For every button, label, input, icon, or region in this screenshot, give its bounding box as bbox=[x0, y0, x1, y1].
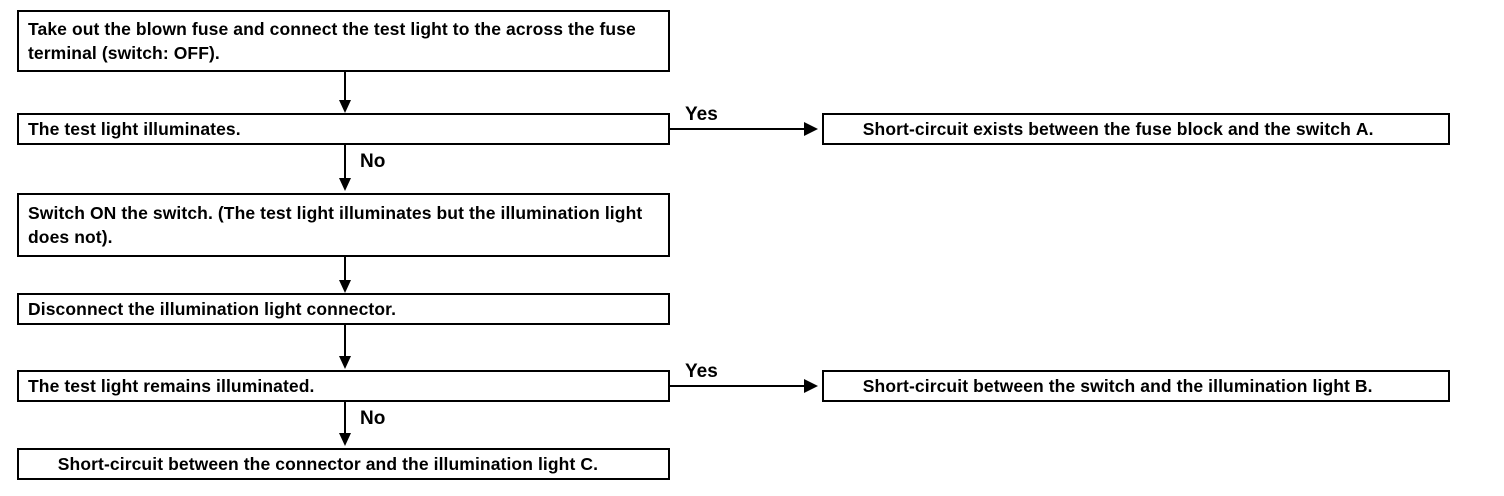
connector-arrow-yes-1 bbox=[804, 122, 818, 136]
connector-arrow-no-1 bbox=[339, 178, 351, 191]
edge-label-no-2: No bbox=[360, 408, 386, 429]
connector-line-3 bbox=[344, 325, 346, 357]
connector-arrow-1 bbox=[339, 100, 351, 113]
edge-label-yes-1: Yes bbox=[685, 104, 718, 125]
node-step-take-out-fuse: Take out the blown fuse and connect the … bbox=[17, 10, 670, 72]
node-step-switch-on: Switch ON the switch. (The test light il… bbox=[17, 193, 670, 257]
node-text-main: Short-circuit exists between the fuse bl… bbox=[862, 119, 1356, 139]
node-text: The test light illuminates. bbox=[28, 119, 241, 139]
connector-arrow-no-2 bbox=[339, 433, 351, 446]
connector-line-no-1 bbox=[344, 145, 346, 180]
node-check-test-light-remains: The test light remains illuminated. bbox=[17, 370, 670, 402]
connector-arrow-yes-2 bbox=[804, 379, 818, 393]
node-text: Short-circuit between the switch and the… bbox=[824, 350, 1448, 422]
node-text: Short-circuit between the connector and … bbox=[19, 428, 668, 496]
connector-arrow-2 bbox=[339, 280, 351, 293]
edge-label-no-1: No bbox=[360, 151, 386, 172]
connector-line-2 bbox=[344, 257, 346, 282]
connector-line-yes-2 bbox=[670, 385, 806, 387]
node-check-test-light-illuminates: The test light illuminates. bbox=[17, 113, 670, 145]
node-result-connector-illumination-light: Short-circuit between the connector and … bbox=[17, 448, 670, 480]
node-text-main: Short-circuit between the connector and … bbox=[57, 454, 581, 474]
connector-line-no-2 bbox=[344, 402, 346, 435]
node-result-switch-illumination-light: Short-circuit between the switch and the… bbox=[822, 370, 1450, 402]
node-text-ref: A. bbox=[1355, 119, 1374, 139]
node-text: Take out the blown fuse and connect the … bbox=[28, 19, 641, 63]
node-text-main: Short-circuit between the switch and the… bbox=[862, 376, 1355, 396]
node-text: Disconnect the illumination light connec… bbox=[28, 299, 397, 319]
connector-arrow-3 bbox=[339, 356, 351, 369]
node-text: Short-circuit exists between the fuse bl… bbox=[824, 93, 1448, 165]
edge-label-yes-2: Yes bbox=[685, 361, 718, 382]
node-text-ref: C. bbox=[580, 454, 599, 474]
connector-line-1 bbox=[344, 72, 346, 102]
connector-line-yes-1 bbox=[670, 128, 806, 130]
node-text: The test light remains illuminated. bbox=[28, 376, 315, 396]
node-text: Switch ON the switch. (The test light il… bbox=[28, 203, 648, 247]
node-text-ref: B. bbox=[1354, 376, 1373, 396]
node-step-disconnect-connector: Disconnect the illumination light connec… bbox=[17, 293, 670, 325]
node-result-fuse-block-switch: Short-circuit exists between the fuse bl… bbox=[822, 113, 1450, 145]
